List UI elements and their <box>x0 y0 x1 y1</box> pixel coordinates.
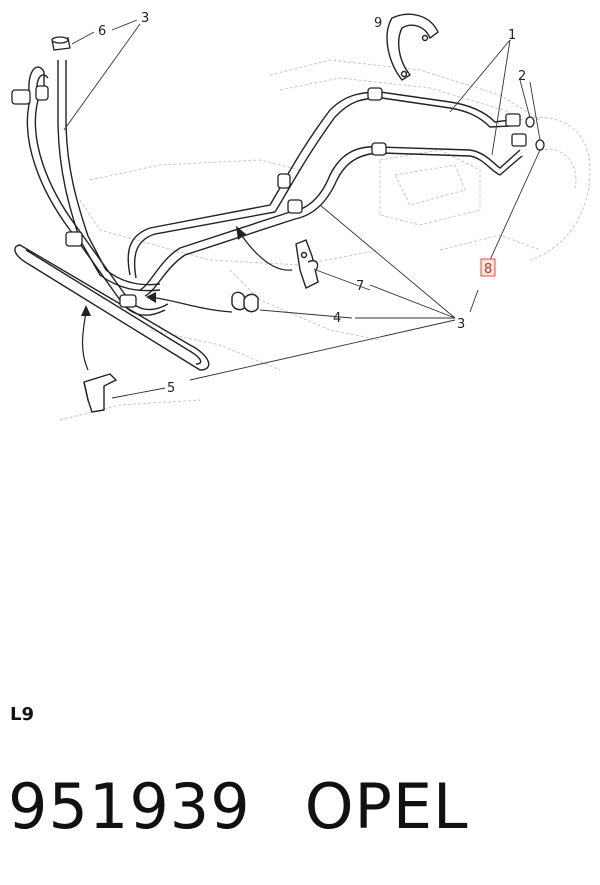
hose-fittings <box>11 85 527 308</box>
callout-3-bottom: 3 <box>457 317 465 332</box>
bracket-part-5 <box>83 373 118 413</box>
o-ring-parts <box>525 116 545 151</box>
callout-5: 5 <box>167 381 175 396</box>
callout-8: 8 <box>484 262 492 277</box>
parts-diagram: 1 2 3 3 4 5 6 7 9 8 <box>11 11 591 421</box>
callout-4: 4 <box>333 311 341 326</box>
callout-8-highlight: 8 <box>480 258 496 277</box>
callout-3-top: 3 <box>141 11 149 26</box>
callout-7: 7 <box>356 279 364 294</box>
clip-part-4 <box>231 291 259 313</box>
callout-2: 2 <box>518 69 526 84</box>
background-chassis <box>59 59 591 421</box>
bracket-part-9 <box>386 13 439 81</box>
part-number: 951939 <box>8 770 251 843</box>
cap-part <box>51 36 71 51</box>
callout-6: 6 <box>98 24 106 39</box>
leader-lines <box>63 19 541 399</box>
callout-8-box <box>480 258 496 277</box>
callout-9: 9 <box>374 16 382 31</box>
hose-assembly <box>14 60 523 371</box>
part-info: 951939 OPEL <box>8 770 523 843</box>
install-arrows <box>81 235 293 371</box>
callout-1: 1 <box>508 28 516 43</box>
section-code: L9 <box>10 704 34 725</box>
clamp-part-7 <box>295 239 319 289</box>
arrow-heads <box>81 226 246 316</box>
brand-name: OPEL <box>304 770 469 843</box>
